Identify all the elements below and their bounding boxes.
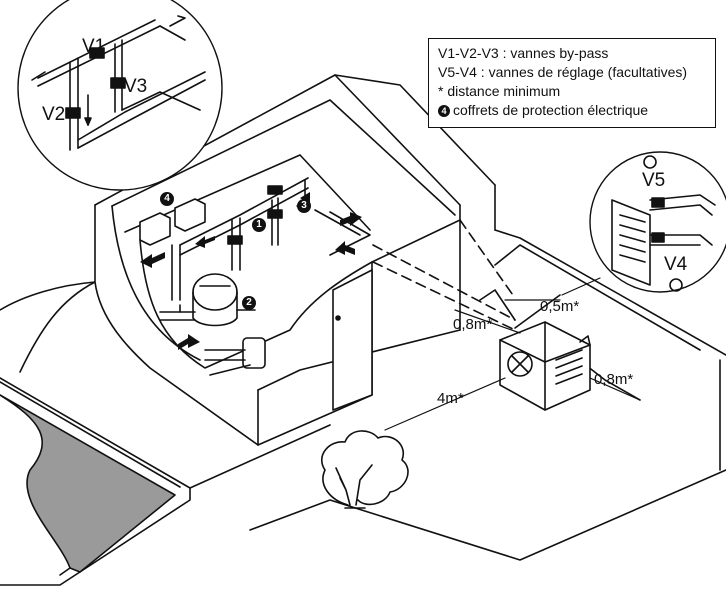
pool-basin	[0, 377, 191, 586]
heat-pump	[499, 321, 591, 411]
inset-bypass	[17, 0, 223, 191]
marker-2: 2	[242, 296, 256, 310]
yard-wall	[479, 229, 726, 401]
legend-min-distance: * distance minimum	[438, 83, 561, 99]
wall-pipes	[171, 177, 309, 301]
distance-tree: 4m*	[437, 390, 464, 407]
marker-3: 3	[297, 199, 311, 213]
legend-marker-4: 4	[438, 105, 450, 117]
valve-v5-label: V5	[642, 170, 666, 191]
terrain	[0, 281, 726, 561]
inset-adjustment	[589, 151, 726, 293]
distance-building: 0,8m*	[453, 316, 493, 333]
tree	[321, 430, 409, 509]
valve-v3-label: V3	[124, 76, 148, 97]
marker-1: 1	[252, 218, 266, 232]
valve-v2-label: V2	[42, 104, 66, 125]
legend-box: V1-V2-V3 : vannes by-pass V5-V4 : vannes…	[428, 38, 716, 128]
legend-adjust-valves: V5-V4 : vannes de réglage (facultatives)	[438, 64, 688, 80]
dashed-pipes	[372, 219, 516, 331]
dimension-lines	[384, 277, 641, 431]
distance-back-wall: 0,8m*	[594, 371, 634, 388]
technical-room	[94, 74, 496, 446]
marker-4: 4	[160, 192, 174, 206]
valve-v4-label: V4	[664, 254, 688, 275]
distance-right-wall: 0,5m*	[540, 298, 580, 315]
valve-v1-label: V1	[82, 36, 106, 57]
filter-pump	[159, 273, 266, 376]
legend-electrical-text: coffrets de protection électrique	[453, 102, 649, 118]
electrical-boxes	[139, 198, 206, 246]
legend-bypass-valves: V1-V2-V3 : vannes by-pass	[438, 45, 609, 61]
